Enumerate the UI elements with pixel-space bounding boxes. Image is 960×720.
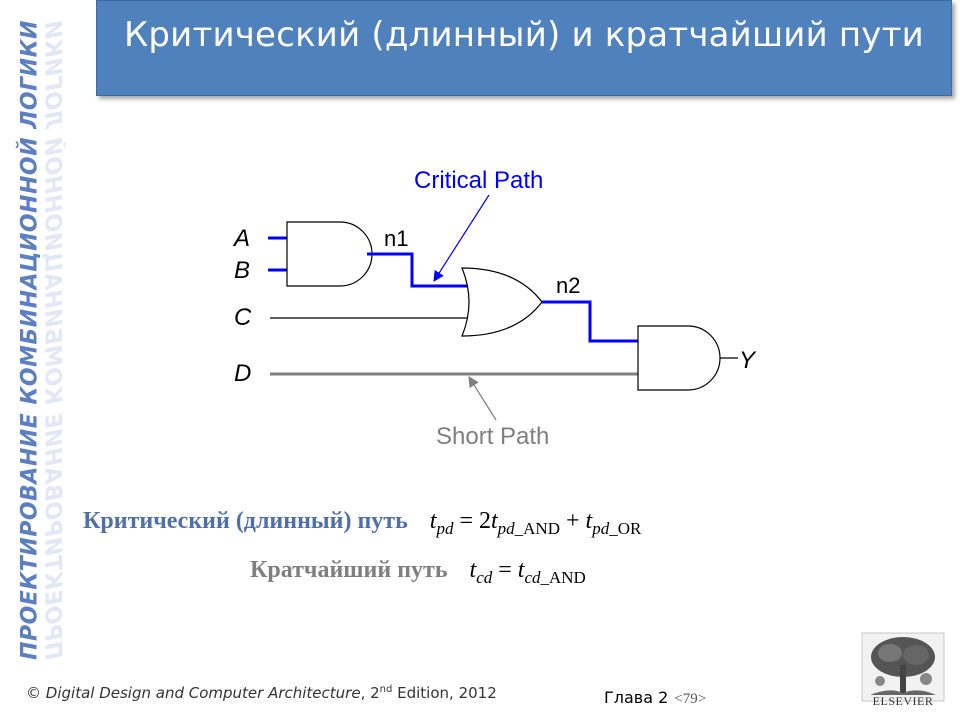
- title-bar: Критический (длинный) и кратчайший пути: [96, 0, 952, 96]
- output-label-y: Y: [739, 347, 757, 374]
- formula-subscript: pd_AND: [497, 519, 560, 538]
- input-label-c: C: [234, 304, 252, 331]
- or-gate: [461, 267, 543, 337]
- book-title: Digital Design and Computer Architecture: [45, 684, 361, 702]
- chapter-label: Глава 2: [604, 688, 669, 707]
- formula-term: t: [490, 508, 498, 534]
- circuit-diagram: A B C D n1 n2 Y Critical Path Short Path: [232, 167, 757, 450]
- input-label-b: B: [234, 257, 250, 284]
- input-label-d: D: [234, 360, 251, 387]
- formula-subscript: cd_AND: [524, 568, 586, 587]
- formula-term: t: [469, 557, 477, 583]
- formula-term: t: [429, 508, 437, 534]
- critical-path-formula-label: Критический (длинный) путь: [83, 508, 408, 534]
- short-path-arrow: [468, 376, 497, 421]
- net-label-n2: n2: [556, 273, 580, 298]
- formula-operator: = 2: [453, 508, 491, 534]
- short-path-formula: Кратчайший путь tcd = tcd_AND: [250, 557, 586, 588]
- net-label-n1: n1: [384, 226, 408, 251]
- critical-path-label: Critical Path: [414, 167, 543, 194]
- input-label-a: A: [232, 225, 250, 252]
- formula-term: t: [585, 508, 593, 534]
- and-gate-2: [637, 325, 721, 391]
- elsevier-logo-text: ELSEVIER: [872, 694, 934, 708]
- critical-path-formula: Критический (длинный) путь tpd = 2tpd_AN…: [83, 508, 641, 539]
- page-number: <79>: [674, 691, 707, 707]
- wire-n2: [542, 300, 638, 343]
- formula-subscript: pd_OR: [592, 519, 642, 538]
- wire-n1: [367, 252, 472, 288]
- formula-operator: +: [560, 508, 586, 534]
- critical-path-arrow: [433, 194, 490, 282]
- short-path-formula-label: Кратчайший путь: [250, 557, 448, 583]
- formula-term: t: [517, 557, 525, 583]
- edition-sup: nd: [379, 684, 393, 695]
- elsevier-tree-icon: [861, 632, 945, 702]
- footer-copyright: © Digital Design and Computer Architectu…: [26, 684, 497, 702]
- edition-post: Edition, 2012: [392, 684, 497, 702]
- short-path-label: Short Path: [436, 423, 549, 450]
- formula-subscript: pd: [436, 519, 454, 538]
- slide-title: Критический (длинный) и кратчайший пути: [124, 15, 924, 55]
- formula-subscript: cd: [476, 568, 493, 587]
- formula-operator: =: [492, 557, 518, 583]
- and-gate-1: [286, 221, 373, 287]
- footer-chapter: Глава 2 <79>: [604, 688, 706, 708]
- edition-pre: , 2: [360, 684, 380, 702]
- copyright-symbol: ©: [26, 684, 41, 702]
